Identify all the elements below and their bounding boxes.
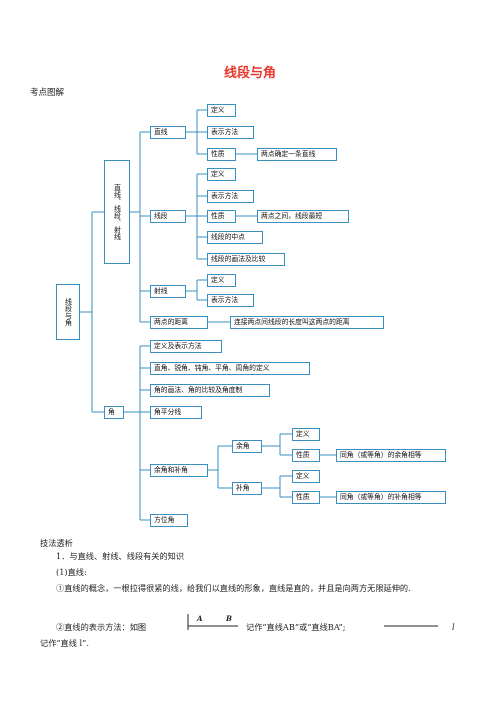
node-segment-property-desc: 两点之间，线段最短	[257, 210, 349, 223]
node-line-def: 定义	[207, 104, 236, 117]
node-segment-midpoint: 线段的中点	[207, 231, 263, 244]
node-line-property-desc: 两点确定一条直线	[257, 148, 337, 161]
node-segment-drawing: 线段的画法及比较	[207, 253, 285, 266]
tips-paragraph-1: ①直线的概念，一根拉得很紧的线，给我们以直线的形象，直线是直的，并且是向两方无限…	[56, 583, 411, 593]
node-supplement-property: 性质	[292, 491, 320, 504]
point-b-label: B	[226, 614, 232, 623]
node-angle-bisector: 角平分线	[150, 406, 202, 419]
node-segment-notation: 表示方法	[207, 190, 254, 203]
root-node: 线段与角	[56, 284, 80, 340]
node-ray: 射线	[150, 285, 186, 298]
node-line-notation: 表示方法	[207, 126, 254, 139]
node-segment-property: 性质	[207, 210, 236, 223]
node-bearing: 方位角	[150, 514, 188, 527]
point-a-label: A	[197, 614, 203, 623]
node-complement-def: 定义	[292, 428, 320, 441]
node-angle: 角	[104, 406, 124, 419]
line-l-label: l	[452, 622, 455, 632]
node-distance: 两点的距离	[150, 316, 208, 329]
tips-paragraph-2-prefix: ②直线的表示方法：如图	[56, 622, 147, 632]
node-line-property: 性质	[207, 148, 236, 161]
node-angle-drawing: 角的画法、角的比较及角度制	[150, 384, 270, 397]
section-heading-diagram: 考点图解	[30, 88, 65, 98]
node-ray-notation: 表示方法	[207, 294, 254, 307]
node-supplement-def: 定义	[292, 470, 320, 483]
node-angle-types: 直角、锐角、钝角、平角、周角的定义	[150, 362, 310, 375]
line-ab-figure	[187, 614, 238, 630]
node-complement-property: 性质	[292, 449, 320, 462]
tips-sub-1: (1)直线:	[56, 567, 87, 577]
node-segment: 线段	[150, 210, 186, 223]
tips-paragraph-2-end: 记作“直线 l”.	[40, 638, 89, 648]
node-ray-def: 定义	[207, 274, 236, 287]
node-line: 直线	[150, 126, 186, 139]
tips-point-1: 1．与直线、射线、线段有关的知识	[56, 551, 185, 561]
node-supplement: 补角	[232, 482, 262, 495]
group-lines-node: 直线、线段、射线	[104, 160, 130, 264]
node-comp-supp: 余角和补角	[150, 464, 208, 477]
node-supplement-property-desc: 同角（或等角）的补角相等	[336, 491, 446, 504]
node-distance-desc: 连接两点间线段的长度叫这两点的距离	[230, 316, 384, 329]
page-title: 线段与角	[223, 66, 276, 81]
section-heading-tips: 技法透析	[40, 538, 73, 548]
node-complement: 余角	[232, 440, 262, 453]
node-angle-def: 定义及表示方法	[150, 340, 222, 353]
tips-paragraph-2-mid: 记作“直线AB”或“直线BA”;	[246, 622, 346, 632]
node-complement-property-desc: 同角（或等角）的余角相等	[336, 449, 446, 462]
line-l-figure	[384, 625, 438, 627]
node-segment-def: 定义	[207, 168, 236, 181]
